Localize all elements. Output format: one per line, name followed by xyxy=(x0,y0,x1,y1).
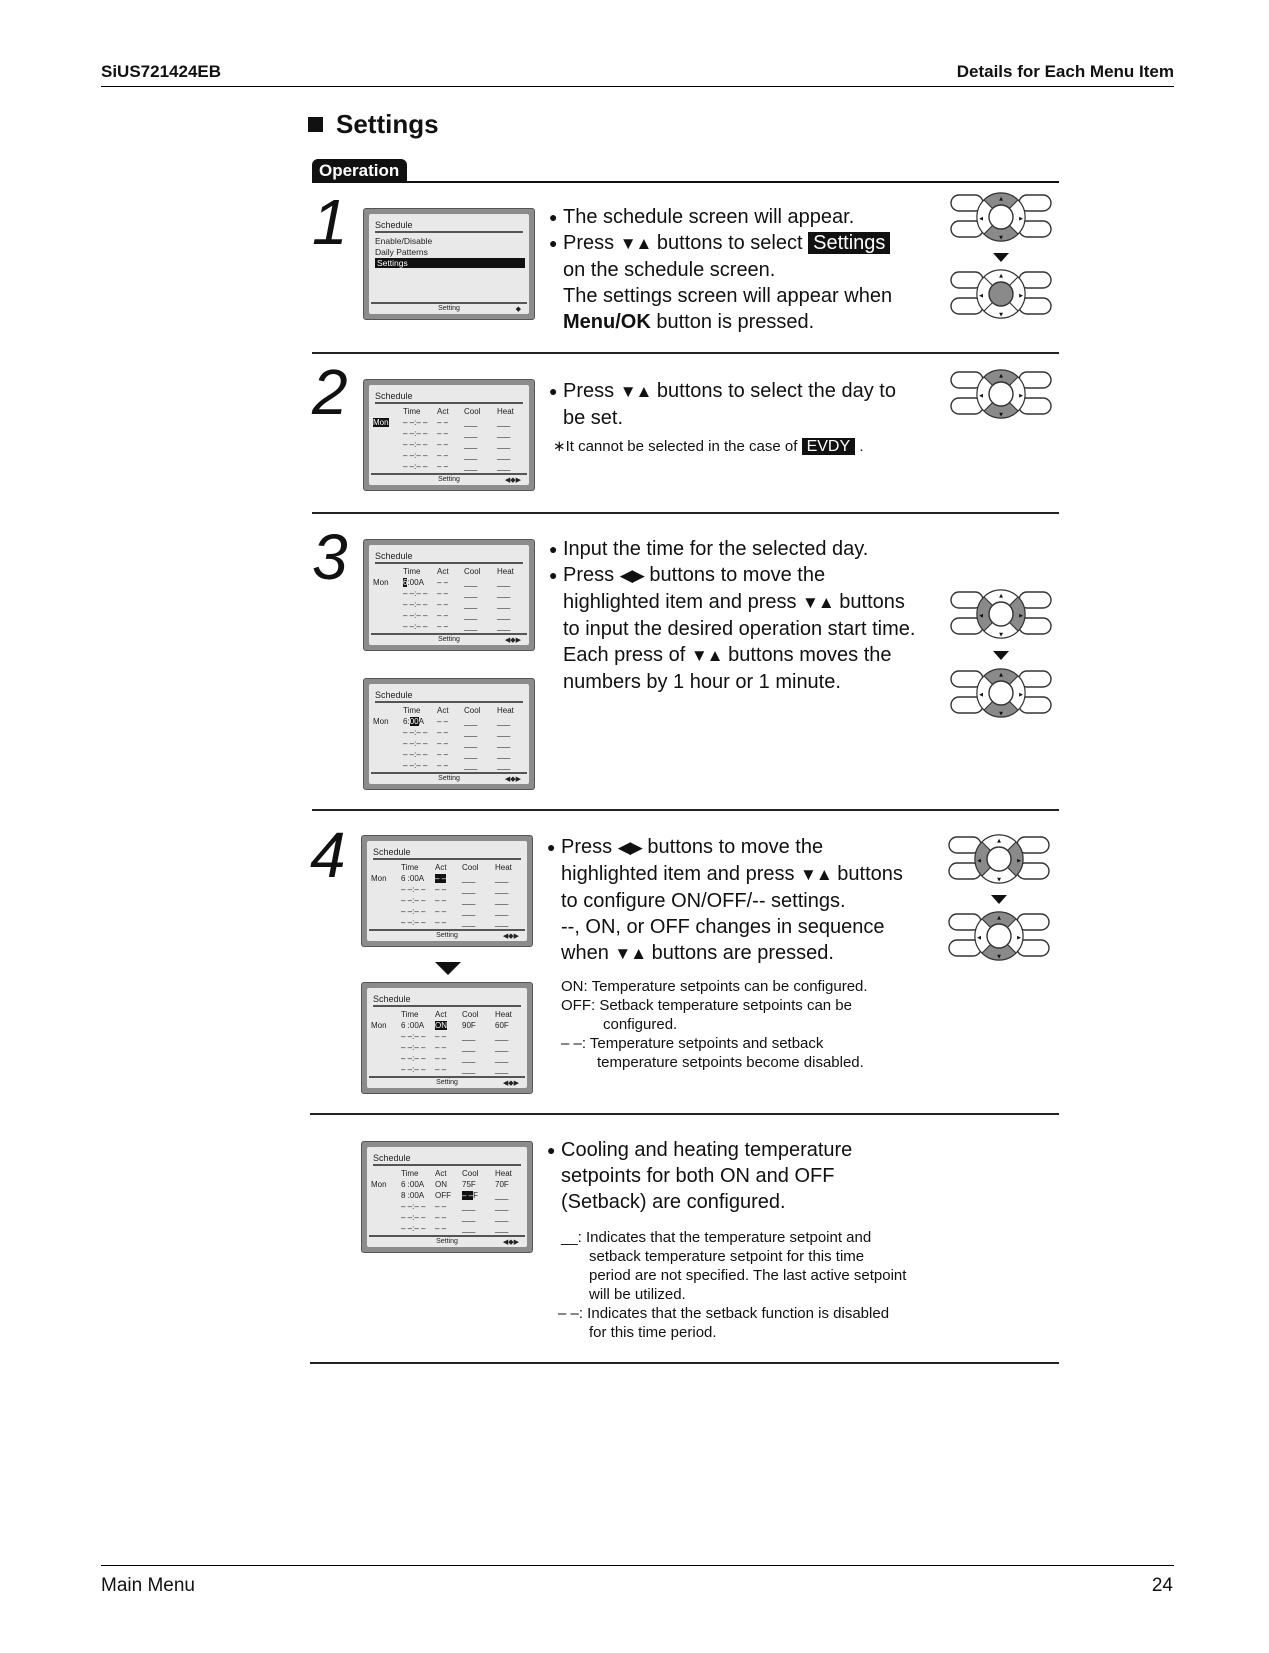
lcd-title: Schedule xyxy=(375,220,523,233)
updown-icon: ▼▲ xyxy=(619,234,653,253)
step5-text: Cooling and heating temperature setpoint… xyxy=(547,1137,947,1215)
svg-text:▶: ▶ xyxy=(1019,613,1023,619)
step1-line: The settings screen will appear when xyxy=(563,285,893,307)
svg-text:▲: ▲ xyxy=(999,593,1003,599)
step2-note: ∗It cannot be selected in the case of EV… xyxy=(553,438,864,455)
svg-text:◀: ◀ xyxy=(979,692,983,698)
down-arrow-icon xyxy=(993,651,1009,660)
svg-text:◀: ◀ xyxy=(977,858,981,864)
down-arrow-icon xyxy=(993,253,1009,262)
svg-text:▲: ▲ xyxy=(997,838,1001,844)
step1-bullet1: The schedule screen will appear. xyxy=(549,204,929,230)
svg-text:▲: ▲ xyxy=(997,915,1001,921)
menu-item-settings: Settings xyxy=(375,258,525,268)
remote-pad-leftright-icon: ▲ ▼ ◀ ▶ xyxy=(947,834,1051,884)
svg-text:▲: ▲ xyxy=(999,273,1003,279)
svg-text:▶: ▶ xyxy=(1019,216,1023,222)
svg-text:▲: ▲ xyxy=(999,196,1003,202)
section-title: Details for Each Menu Item xyxy=(956,62,1174,81)
step1-line: on the schedule screen. xyxy=(563,259,776,281)
remote-pad-updown-icon: ▲ ▼ ◀ ▶ xyxy=(947,911,1051,961)
svg-text:▼: ▼ xyxy=(997,877,1001,883)
updown-icon: ▼▲ xyxy=(619,382,653,401)
remote-pad-updown-icon: ▲ ▼ ◀ ▶ xyxy=(949,192,1053,242)
svg-text:▶: ▶ xyxy=(1019,692,1023,698)
menu-item-daily: Daily Patterns xyxy=(375,247,428,257)
down-arrow-icon xyxy=(991,895,1007,904)
page-number: 24 xyxy=(1151,1575,1173,1596)
operation-tab: Operation xyxy=(312,159,408,182)
svg-text:◀: ◀ xyxy=(979,393,983,399)
svg-text:◀: ◀ xyxy=(979,613,983,619)
square-bullet-icon xyxy=(308,117,323,132)
step1-bullet2: Press ▼▲ buttons to select Settings xyxy=(549,230,929,257)
step-number-3: 3 xyxy=(312,521,348,593)
down-arrow-icon xyxy=(435,962,461,975)
svg-text:▼: ▼ xyxy=(999,412,1003,418)
footer-section: Main Menu xyxy=(101,1575,195,1596)
svg-text:▶: ▶ xyxy=(1019,293,1023,299)
step-divider xyxy=(312,809,1059,811)
lcd-screen-step1: Schedule Enable/Disable Daily Patterns S… xyxy=(363,208,535,320)
page-title: Settings xyxy=(308,109,439,140)
header-rule xyxy=(101,86,1174,87)
title-text: Settings xyxy=(336,109,439,139)
settings-badge: Settings xyxy=(808,232,891,254)
footer-rule xyxy=(101,1565,1174,1566)
svg-text:◀: ◀ xyxy=(979,216,983,222)
doc-id: SiUS721424EB xyxy=(101,62,222,81)
operation-rule xyxy=(312,181,1059,183)
step4-notes: ON: Temperature setpoints can be configu… xyxy=(561,978,868,1071)
step-divider xyxy=(312,512,1059,514)
svg-text:▼: ▼ xyxy=(997,954,1001,960)
remote-pad-updown-icon: ▲ ▼ ◀ ▶ xyxy=(949,369,1053,419)
scroll-icon: ◆ xyxy=(515,306,521,313)
remote-pad-center-icon: ▲ ▼ ◀ ▶ xyxy=(949,269,1053,319)
step5-notes: __: Indicates that the temperature setpo… xyxy=(558,1229,907,1341)
scroll-icon: ◀◆▶ xyxy=(504,477,521,484)
svg-text:▶: ▶ xyxy=(1017,858,1021,864)
svg-text:▲: ▲ xyxy=(999,672,1003,678)
svg-text:◀: ◀ xyxy=(979,293,983,299)
step-divider xyxy=(312,352,1059,354)
step2-text: Press ▼▲ buttons to select the day to be… xyxy=(549,378,929,431)
step3-text: Input the time for the selected day. Pre… xyxy=(549,536,949,695)
lcd-title: Schedule xyxy=(375,391,523,404)
menu-item-enable: Enable/Disable xyxy=(375,236,433,246)
svg-text:▲: ▲ xyxy=(999,373,1003,379)
evdy-badge: EVDY xyxy=(801,438,856,455)
svg-text:▼: ▼ xyxy=(999,235,1003,241)
svg-text:▼: ▼ xyxy=(999,312,1003,318)
svg-text:◀: ◀ xyxy=(977,935,981,941)
svg-text:▼: ▼ xyxy=(999,632,1003,638)
step4-text: Press ◀▶ buttons to move the highlighted… xyxy=(547,834,947,967)
svg-text:▶: ▶ xyxy=(1017,935,1021,941)
remote-pad-updown-icon: ▲ ▼ ◀ ▶ xyxy=(949,668,1053,718)
leftright-icon: ◀▶ xyxy=(619,566,645,585)
step1-text: The schedule screen will appear. Press ▼… xyxy=(549,204,929,335)
svg-text:▶: ▶ xyxy=(1019,393,1023,399)
step-number-2: 2 xyxy=(312,356,348,428)
step-number-4: 4 xyxy=(310,819,346,891)
step-divider xyxy=(310,1113,1059,1115)
step1-line: Menu/OK button is pressed. xyxy=(563,311,815,333)
step-number-1: 1 xyxy=(312,186,348,258)
svg-text:▼: ▼ xyxy=(999,711,1003,717)
lcd-footer: Setting◆ xyxy=(371,302,527,313)
remote-pad-leftright-icon: ▲ ▼ ◀ ▶ xyxy=(949,589,1053,639)
section-end-rule xyxy=(310,1362,1059,1364)
